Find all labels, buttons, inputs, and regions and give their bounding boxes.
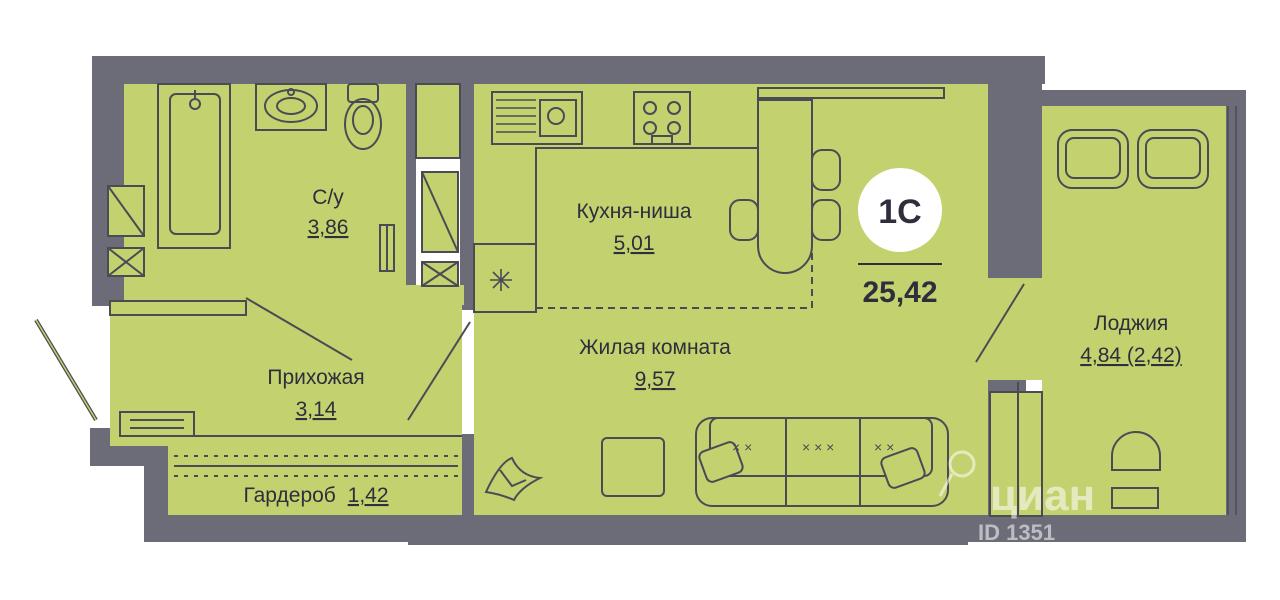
- toilet: [344, 83, 382, 150]
- loggia-glazing: [1227, 106, 1237, 515]
- hallway-area: 3,14: [296, 398, 337, 421]
- wardrobe-area: 1,42: [348, 484, 389, 507]
- doors: [34, 283, 1025, 422]
- bathroom-floor: [124, 84, 406, 285]
- kitchen-name: Кухня-ниша: [576, 200, 691, 223]
- wardrobe-label: Гардероб 1,42: [243, 484, 388, 507]
- snowflake-icon: [490, 269, 512, 291]
- bathtub: [157, 83, 231, 249]
- shaft-boxes: [107, 83, 461, 287]
- bar-counter: [729, 87, 945, 274]
- svg-text:× ×: × ×: [874, 439, 894, 455]
- wardrobe-rail: [170, 435, 462, 477]
- location-pin-icon: [938, 450, 976, 497]
- watermark-id: ID 1351: [978, 520, 1055, 545]
- loggia-floor: [1042, 106, 1226, 515]
- coffee-table: [601, 437, 665, 497]
- svg-text:× × ×: × × ×: [802, 439, 834, 455]
- room-labels: С/у 3,86 Кухня-ниша 5,01 Жилая комната 9…: [243, 186, 1181, 507]
- shoe-bench: [119, 411, 195, 437]
- kitchen-sink: [491, 91, 583, 145]
- living-name: Жилая комната: [579, 336, 731, 359]
- stove: [633, 91, 691, 145]
- dashed-zone: [536, 248, 813, 309]
- loggia-area: 4,84 (2,42): [1080, 344, 1182, 367]
- hallway-floor: [110, 301, 462, 446]
- svg-text:× ×: × ×: [732, 439, 752, 455]
- kitchen-area: 5,01: [614, 232, 655, 255]
- counter-outline: [473, 147, 758, 313]
- wardrobe-name: Гардероб: [243, 484, 335, 507]
- apartment-badge: 1С 25,42: [858, 168, 942, 309]
- watermark-brand: циан: [990, 471, 1095, 520]
- watermark: циан ID 1351: [938, 450, 1095, 545]
- living-area: 9,57: [635, 368, 676, 391]
- cabinet: [989, 382, 1043, 517]
- hallway-name: Прихожая: [267, 366, 364, 389]
- walls: [90, 56, 1246, 545]
- loggia-name: Лоджия: [1094, 312, 1168, 335]
- sink: [255, 83, 327, 131]
- plant-icon: [484, 456, 544, 502]
- total-area: 25,42: [862, 276, 937, 309]
- armchairs: [1057, 129, 1209, 189]
- bathroom-area: 3,86: [308, 216, 349, 239]
- apartment-type: 1С: [878, 193, 921, 231]
- sofa-icon: × × × × × × ×: [695, 417, 949, 507]
- desk-chair: [1111, 431, 1161, 509]
- bathroom-name: С/у: [312, 186, 344, 209]
